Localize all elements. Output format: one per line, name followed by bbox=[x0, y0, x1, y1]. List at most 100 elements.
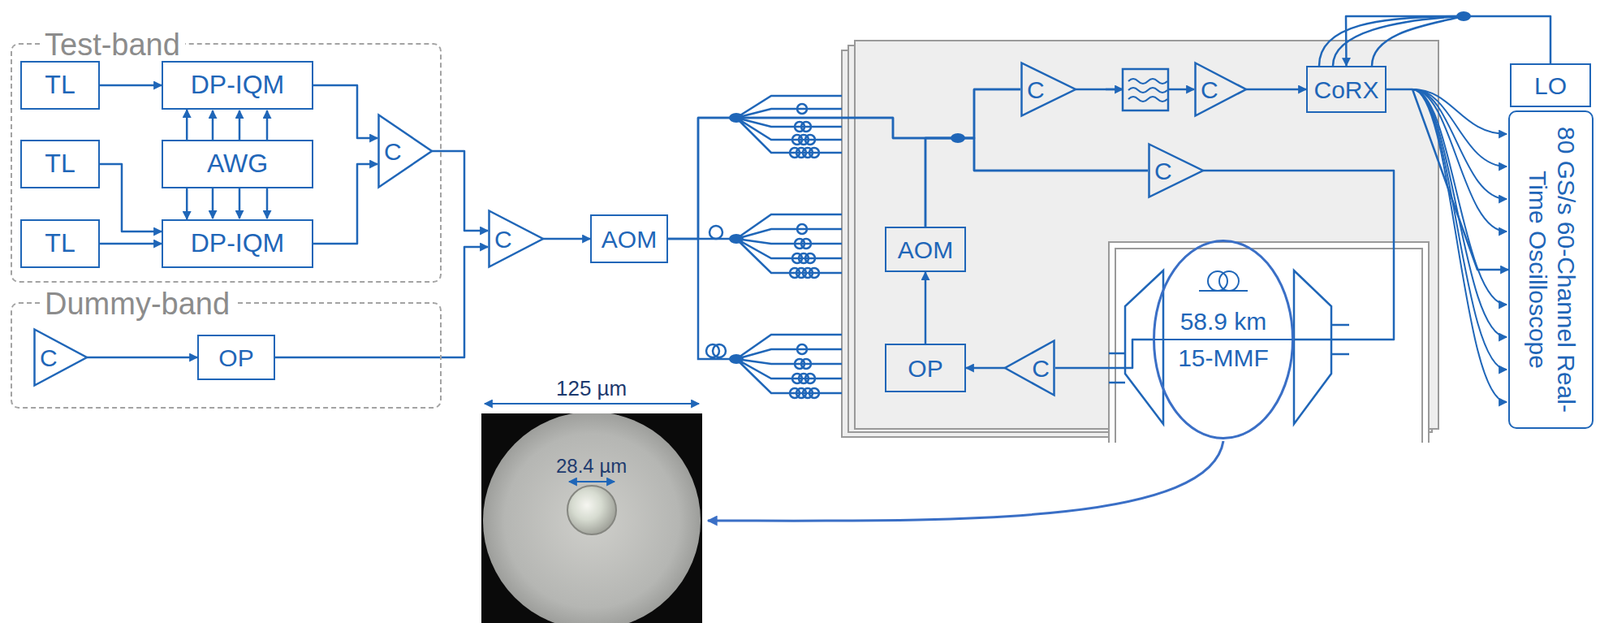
decor-polygon bbox=[1293, 270, 1332, 424]
amplifier-shape bbox=[34, 329, 88, 386]
decor-ellipse bbox=[728, 112, 744, 123]
component-label: LO bbox=[1534, 72, 1567, 100]
decor-circle bbox=[798, 373, 809, 384]
decor-circle bbox=[801, 238, 811, 249]
decor-circle bbox=[797, 103, 807, 114]
connector bbox=[543, 237, 591, 241]
decor-circle bbox=[797, 344, 807, 354]
fiber-coil-lead bbox=[1198, 289, 1248, 292]
amplifier-triangle: C bbox=[33, 327, 87, 387]
decor-path bbox=[238, 188, 242, 219]
decor-ellipse bbox=[728, 233, 744, 244]
decor-circle bbox=[797, 224, 807, 234]
component-label: AWG bbox=[207, 149, 268, 178]
connector bbox=[99, 84, 162, 87]
decor-circle bbox=[809, 267, 820, 278]
decor-path bbox=[266, 188, 269, 219]
decor-circle bbox=[805, 253, 816, 264]
component-box: TL bbox=[20, 60, 100, 110]
decor-rect bbox=[1122, 69, 1169, 111]
connector bbox=[86, 356, 198, 359]
connector bbox=[185, 188, 189, 220]
connector bbox=[668, 89, 1021, 239]
amplifier-label: C bbox=[1031, 354, 1050, 382]
fiber-label: 15-MMF bbox=[1152, 344, 1294, 371]
connector bbox=[1075, 88, 1195, 91]
lo-split-lines bbox=[1319, 16, 1464, 66]
decor-circle bbox=[794, 121, 805, 132]
decor-path bbox=[1331, 324, 1350, 354]
connector bbox=[925, 138, 1148, 227]
amplifier-triangle: C bbox=[1147, 142, 1204, 199]
component-label: DP-IQM bbox=[190, 228, 285, 258]
decor-path bbox=[1412, 89, 1507, 167]
decor-circle bbox=[796, 388, 807, 398]
decor-rect bbox=[841, 50, 1426, 437]
group-frame: Dummy-bandCOP bbox=[10, 301, 442, 409]
decor-path bbox=[1412, 89, 1507, 402]
connector bbox=[668, 117, 1148, 239]
decor-rect bbox=[481, 413, 703, 623]
amplifier-label: C bbox=[39, 344, 58, 371]
component-label: TL bbox=[44, 70, 75, 100]
component-box: TL bbox=[20, 219, 100, 268]
fiber-coil bbox=[1219, 271, 1239, 291]
decor-rect bbox=[854, 40, 1439, 429]
decor-circle bbox=[809, 388, 820, 398]
decor-path bbox=[736, 95, 842, 153]
component-box: AOM bbox=[884, 226, 967, 272]
receiver-output-lines bbox=[1412, 89, 1507, 402]
dimension-label: 28.4 µm bbox=[556, 455, 627, 477]
component-box: TL bbox=[20, 139, 100, 189]
decor-path bbox=[1412, 89, 1507, 199]
connector bbox=[1246, 88, 1307, 91]
coupler-dots bbox=[728, 11, 1471, 364]
decor-circle bbox=[805, 373, 816, 384]
decor-circle bbox=[789, 147, 800, 158]
amplifier-triangle: C bbox=[1004, 339, 1056, 397]
connector bbox=[925, 89, 1021, 227]
optical-filter-symbol bbox=[1105, 69, 1169, 111]
decor-circle bbox=[802, 267, 813, 278]
connector bbox=[1386, 89, 1509, 270]
component-box: DP-IQM bbox=[161, 60, 314, 110]
decor-path bbox=[736, 214, 842, 273]
fiber-delay-lines bbox=[698, 95, 842, 398]
component-box: LO bbox=[1509, 63, 1592, 108]
decor-path bbox=[238, 110, 242, 140]
component-box: OP bbox=[884, 343, 967, 393]
decor-circle bbox=[567, 485, 617, 535]
decor-path bbox=[211, 188, 215, 219]
loop-housing bbox=[841, 40, 1439, 445]
decor-circle bbox=[798, 253, 809, 264]
decor-path bbox=[736, 334, 842, 393]
group-title: Test-band bbox=[39, 29, 186, 61]
decor-circle bbox=[809, 147, 820, 158]
decor-g bbox=[481, 413, 703, 623]
amplifier-triangle: C bbox=[377, 113, 432, 189]
dimension-label: 125 µm bbox=[556, 376, 627, 401]
fiber-span-outline bbox=[1152, 239, 1294, 440]
decor-polygon bbox=[1125, 270, 1164, 424]
fiber-coil bbox=[1207, 271, 1228, 291]
decor-path bbox=[1412, 89, 1507, 370]
connector bbox=[99, 163, 162, 232]
amplifier-triangle: C bbox=[1194, 61, 1247, 117]
decor-path bbox=[1412, 89, 1507, 232]
component-box: CoRX bbox=[1306, 65, 1387, 113]
decor-circle bbox=[796, 147, 807, 158]
amplifier-shape bbox=[1004, 340, 1055, 396]
fan-in-fan-out bbox=[1108, 270, 1350, 424]
connector bbox=[966, 366, 1005, 370]
decor-circle bbox=[802, 147, 813, 158]
amplifier-label: C bbox=[1200, 76, 1219, 104]
decor-circle bbox=[798, 134, 809, 145]
component-label: AOM bbox=[897, 236, 954, 264]
decor-path bbox=[266, 110, 269, 140]
amplifier-shape bbox=[379, 115, 433, 188]
decor-path bbox=[1412, 89, 1507, 134]
group-frame: Test-bandTLDP-IQMTLAWGTLDP-IQMC bbox=[10, 43, 442, 283]
component-label: TL bbox=[44, 228, 75, 258]
decor-line bbox=[484, 402, 699, 405]
decor-circle bbox=[792, 253, 803, 264]
